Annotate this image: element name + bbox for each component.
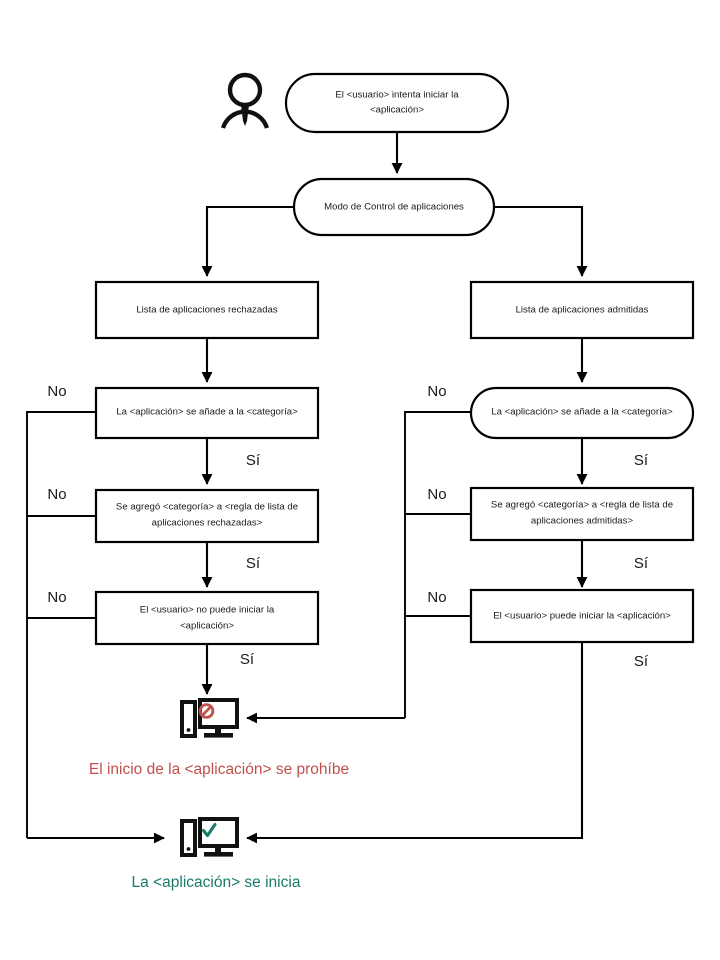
node-denied-result: El <usuario> no puede iniciar la <aplica… bbox=[94, 590, 320, 646]
edge-allowed-category-no bbox=[404, 411, 471, 718]
node-allowed-category: La <aplicación> se añade a la <categoría… bbox=[469, 386, 695, 440]
node-denied-list: Lista de aplicaciones rechazadas bbox=[94, 280, 320, 340]
edge-allowed-result-yes bbox=[246, 643, 584, 844]
node-allowed-result: El <usuario> puede iniciar la <aplicació… bbox=[469, 588, 695, 644]
label-left-yes-3: Sí bbox=[240, 651, 255, 668]
node-allowed-rule: Se agregó <categoría> a <regla de lista … bbox=[469, 486, 695, 542]
edge-mode-to-denied-list bbox=[201, 205, 294, 277]
node-allowed-result-label: El <usuario> puede iniciar la <aplicació… bbox=[493, 611, 671, 622]
node-start-line-2: <aplicación> bbox=[370, 105, 424, 116]
denied-outcome-label: El inicio de la <aplicación> se prohíbe bbox=[89, 761, 349, 778]
node-denied-result-line-2: <aplicación> bbox=[180, 621, 234, 632]
label-left-yes-2: Sí bbox=[246, 555, 261, 572]
node-denied-rule: Se agregó <categoría> a <regla de lista … bbox=[94, 488, 320, 544]
node-start: El <usuario> intenta iniciar la <aplicac… bbox=[284, 72, 510, 134]
node-allowed-category-label: La <aplicación> se añade a la <categoría… bbox=[491, 407, 673, 418]
computer-blocked-icon bbox=[180, 698, 239, 738]
node-start-line-1: El <usuario> intenta iniciar la bbox=[335, 90, 459, 101]
label-right-no-3: No bbox=[427, 589, 446, 606]
node-allowed-rule-line-2: aplicaciones admitidas> bbox=[531, 516, 634, 527]
node-denied-category: La <aplicación> se añade a la <categoría… bbox=[94, 386, 320, 440]
node-denied-list-label: Lista de aplicaciones rechazadas bbox=[136, 305, 278, 316]
node-allowed-rule-line-1: Se agregó <categoría> a <regla de lista … bbox=[491, 500, 673, 511]
edge-denied-category-no bbox=[26, 411, 96, 838]
node-allowed-list-label: Lista de aplicaciones admitidas bbox=[516, 305, 649, 316]
node-denied-category-label: La <aplicación> se añade a la <categoría… bbox=[116, 407, 298, 418]
computer-allowed-icon bbox=[180, 817, 239, 857]
label-left-no-1: No bbox=[47, 383, 66, 400]
edge-mode-to-allowed-list bbox=[494, 205, 588, 277]
person-icon bbox=[220, 72, 270, 129]
node-mode: Modo de Control de aplicaciones bbox=[292, 177, 496, 237]
node-denied-rule-line-2: aplicaciones rechazadas> bbox=[152, 518, 263, 529]
node-mode-label: Modo de Control de aplicaciones bbox=[324, 202, 464, 213]
label-right-yes-2: Sí bbox=[634, 555, 649, 572]
label-right-yes-3: Sí bbox=[634, 653, 649, 670]
label-left-no-3: No bbox=[47, 589, 66, 606]
node-allowed-list: Lista de aplicaciones admitidas bbox=[469, 280, 695, 340]
allowed-outcome-label: La <aplicación> se inicia bbox=[132, 874, 301, 891]
label-left-yes-1: Sí bbox=[246, 452, 261, 469]
node-denied-result-line-1: El <usuario> no puede iniciar la bbox=[140, 605, 275, 616]
node-denied-rule-line-1: Se agregó <categoría> a <regla de lista … bbox=[116, 502, 298, 513]
label-right-no-2: No bbox=[427, 486, 446, 503]
label-right-yes-1: Sí bbox=[634, 452, 649, 469]
label-right-no-1: No bbox=[427, 383, 446, 400]
label-left-no-2: No bbox=[47, 486, 66, 503]
